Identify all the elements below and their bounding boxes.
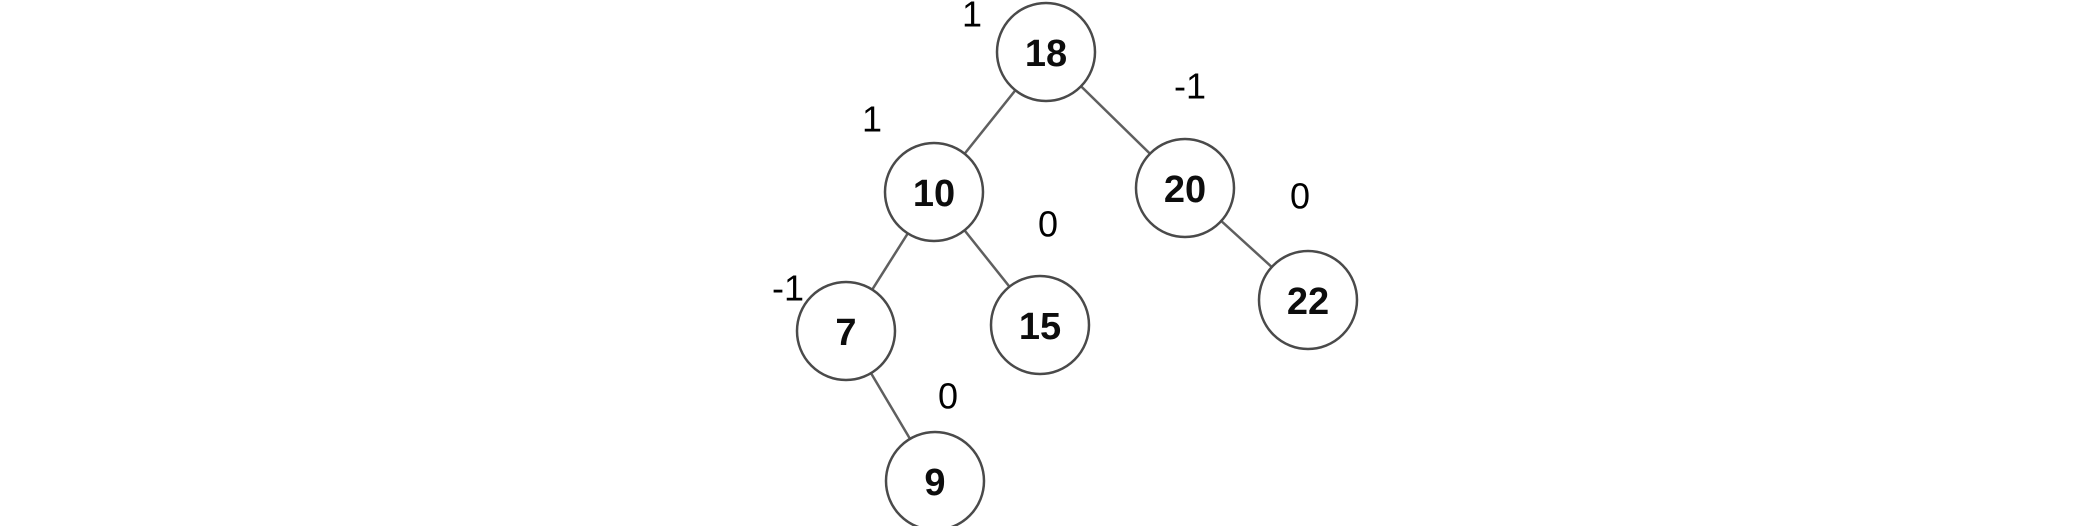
balance-factor-9: 0 <box>938 376 958 417</box>
node-22-value: 22 <box>1287 281 1329 323</box>
node-22-circle <box>1257 249 1359 351</box>
node-10-value: 10 <box>913 173 955 215</box>
balance-factor-15: 0 <box>1038 204 1058 245</box>
balance-factor-22: 0 <box>1290 176 1310 217</box>
balance-factor-7: -1 <box>772 268 804 309</box>
node-20-circle <box>1134 137 1236 239</box>
balance-factor-18: 1 <box>962 0 982 35</box>
balance-factor-10: 1 <box>862 99 882 140</box>
node-7-value: 7 <box>835 312 856 354</box>
node-18-circle <box>995 1 1097 103</box>
node-10-circle <box>883 141 985 243</box>
balance-factor-20: -1 <box>1174 66 1206 107</box>
node-15-circle <box>989 274 1091 376</box>
node-9-value: 9 <box>924 462 945 504</box>
node-20-value: 20 <box>1164 169 1206 211</box>
node-9-circle <box>884 430 986 526</box>
node-15-value: 15 <box>1019 306 1061 348</box>
node-7-circle <box>795 280 897 382</box>
node-18-value: 18 <box>1025 33 1067 75</box>
